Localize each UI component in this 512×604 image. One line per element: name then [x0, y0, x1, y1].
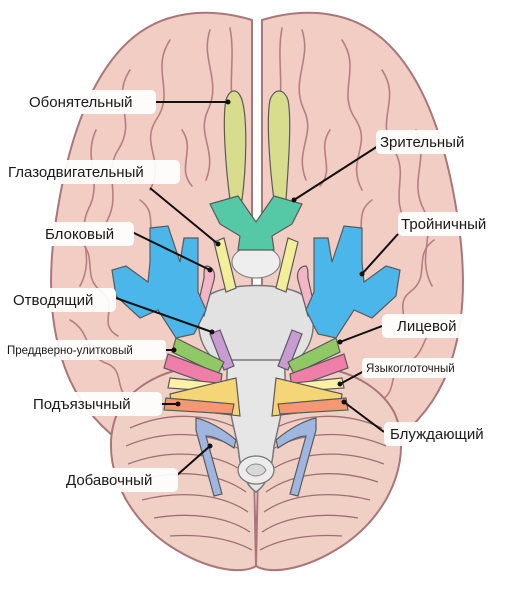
label-oculomotor: Глазодвигательный — [8, 164, 144, 181]
label-olfactory: Обонятельный — [29, 94, 133, 111]
label-vagus: Блуждающий — [390, 426, 484, 443]
oculomotor-nerve-right — [275, 237, 299, 293]
olfactory-nerve-left — [223, 90, 247, 201]
abducens-nerve-left — [209, 329, 235, 371]
hypoglossal-nerve-left — [163, 397, 235, 415]
leader-lines — [115, 99, 399, 477]
accessory-nerve-right — [275, 417, 317, 497]
abducens-nerve-right — [277, 329, 303, 371]
olfactory-nerve-right — [267, 90, 291, 201]
label-trochlear: Блоковый — [45, 226, 114, 243]
label-optic: Зрительный — [380, 134, 464, 151]
label-hypoglossal: Подъязычный — [33, 396, 131, 413]
accessory-nerve-left — [195, 417, 237, 497]
hypoglossal-nerve-right — [277, 397, 349, 415]
label-trigeminal: Тройничный — [401, 216, 486, 233]
optic-chiasm — [209, 195, 303, 251]
label-abducens: Отводящий — [13, 292, 93, 309]
oculomotor-nerve-left — [213, 237, 237, 293]
label-accessory: Добавочный — [66, 472, 152, 489]
label-vestibulocochlear: Преддверно-улитковый — [7, 345, 133, 357]
label-facial: Лицевой — [397, 318, 457, 335]
nerves — [111, 90, 401, 497]
label-glossopharyngeal: Языкоглоточный — [366, 363, 455, 375]
labels: Обонятельный Зрительный Глазодвигательны… — [4, 90, 508, 492]
